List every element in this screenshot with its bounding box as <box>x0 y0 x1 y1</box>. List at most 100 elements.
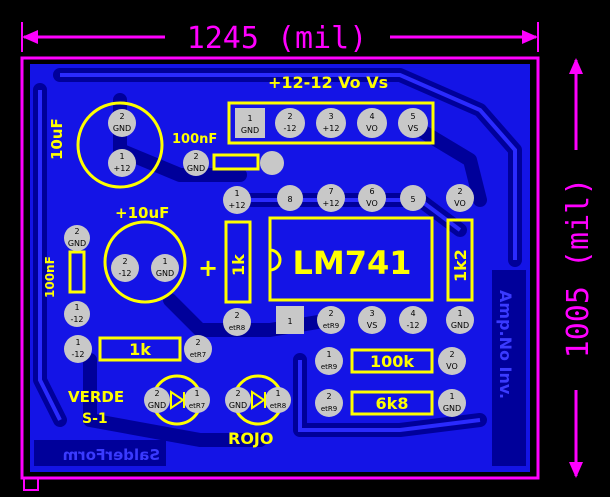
pad-led2-1 <box>265 387 291 413</box>
led-marks <box>170 390 266 410</box>
resistor-100k: 100k <box>350 348 434 374</box>
cap3-label: +10uF <box>115 204 169 222</box>
svg-text:5: 5 <box>410 195 415 204</box>
svg-text:4: 4 <box>369 112 374 121</box>
pad-ic-8 <box>277 185 303 211</box>
svg-text:2: 2 <box>193 152 198 161</box>
svg-text:GND: GND <box>451 321 469 330</box>
svg-text:GND: GND <box>113 124 131 133</box>
svg-text:2: 2 <box>328 309 333 318</box>
pad-header-3 <box>316 108 346 138</box>
board-outline <box>20 56 540 480</box>
svg-text:etR8: etR8 <box>270 402 286 410</box>
pad-cap3-1 <box>151 254 179 282</box>
svg-text:2: 2 <box>234 311 239 320</box>
cap-10uf-top: 10uF <box>48 101 164 189</box>
pad-led1-1 <box>184 387 210 413</box>
svg-text:3: 3 <box>369 309 374 318</box>
svg-text:etR7: etR7 <box>190 351 206 359</box>
cap-10uf-mid: +10uF + <box>103 204 218 304</box>
svg-text:1: 1 <box>194 389 199 398</box>
pad-cap3-2 <box>111 254 139 282</box>
svg-text:2: 2 <box>449 350 454 359</box>
pad-cap4-2 <box>64 225 90 251</box>
svg-text:1: 1 <box>326 350 331 359</box>
pad-cap1-2 <box>108 109 136 137</box>
svg-text:VS: VS <box>408 124 419 133</box>
pad-ic-7 <box>317 184 345 212</box>
svg-text:etR8: etR8 <box>229 324 245 332</box>
svg-text:etR7: etR7 <box>189 402 205 410</box>
pad-ic-5 <box>400 185 426 211</box>
title-mirror-label: Amp.No Inv. <box>496 290 515 399</box>
r4-label: 100k <box>370 352 414 371</box>
svg-text:2: 2 <box>122 257 127 266</box>
svg-text:5: 5 <box>410 112 415 121</box>
pad-ic-4 <box>399 306 427 334</box>
svg-text:-12: -12 <box>70 315 83 324</box>
svg-text:6: 6 <box>369 187 374 196</box>
r5-label: 6k8 <box>376 394 409 413</box>
svg-text:1: 1 <box>449 392 454 401</box>
pad-header-5 <box>398 108 428 138</box>
svg-text:4: 4 <box>410 309 415 318</box>
trace-led <box>83 353 267 447</box>
height-dimension: 1005 (mil) <box>561 58 596 478</box>
svg-text:1: 1 <box>162 257 167 266</box>
led1-label: VERDE <box>68 388 124 406</box>
ic-lm741: LM741 <box>268 216 434 302</box>
pad-cap2-2 <box>183 150 209 176</box>
svg-text:2: 2 <box>119 112 124 121</box>
svg-text:-12: -12 <box>118 269 131 278</box>
svg-text:VO: VO <box>366 124 378 133</box>
width-dimension: 1245 (mil) <box>21 21 539 56</box>
cap3-plus: + <box>198 254 218 282</box>
svg-text:etR9: etR9 <box>321 363 337 371</box>
cap-100nf-left: 100nF <box>43 250 86 298</box>
svg-text:3: 3 <box>328 112 333 121</box>
brand-box <box>34 440 166 466</box>
svg-text:+12: +12 <box>323 199 340 208</box>
height-dimension-label: 1005 (mil) <box>561 178 596 359</box>
cap2-label: 100nF <box>172 132 217 147</box>
pad-r5-1 <box>438 389 466 417</box>
svg-text:2: 2 <box>326 392 331 401</box>
svg-text:8: 8 <box>287 195 292 204</box>
svg-text:2: 2 <box>235 389 240 398</box>
pad-r3-1 <box>446 306 474 334</box>
svg-text:1: 1 <box>234 189 239 198</box>
pad-cap4-1 <box>64 301 90 327</box>
pad-ic-2 <box>317 306 345 334</box>
svg-text:-12: -12 <box>71 350 84 359</box>
pad-r4-1 <box>315 347 343 375</box>
r2-label: 1k <box>129 340 151 359</box>
pad-r1-2 <box>223 308 251 336</box>
cap4-label: 100nF <box>43 256 57 298</box>
svg-text:7: 7 <box>328 187 333 196</box>
svg-text:+12: +12 <box>114 164 131 173</box>
svg-text:1: 1 <box>287 317 292 326</box>
pad-cap1-1 <box>108 149 136 177</box>
cap2-body <box>212 153 260 171</box>
header-connector: +12-12 Vo Vs <box>227 73 435 145</box>
pad-header-2 <box>275 108 305 138</box>
svg-text:-12: -12 <box>406 321 419 330</box>
origin-marker <box>23 477 39 491</box>
svg-text:2: 2 <box>287 112 292 121</box>
svg-text:VO: VO <box>446 362 458 371</box>
resistor-1k2: 1k2 <box>446 218 474 302</box>
header-label: +12-12 Vo Vs <box>268 73 388 92</box>
pad-ic-6 <box>358 184 386 212</box>
pad-header-1 <box>235 108 265 138</box>
pad-led1-2 <box>144 387 170 413</box>
svg-text:GND: GND <box>443 404 461 413</box>
pad-header-4 <box>357 108 387 138</box>
svg-text:1: 1 <box>457 309 462 318</box>
led2-label: ROJO <box>228 429 273 448</box>
trace-header <box>413 123 487 207</box>
pad-r2-1 <box>64 335 92 363</box>
svg-text:etR9: etR9 <box>321 405 337 413</box>
pad-r3-2 <box>446 184 474 212</box>
pad-r1-1 <box>223 186 251 214</box>
